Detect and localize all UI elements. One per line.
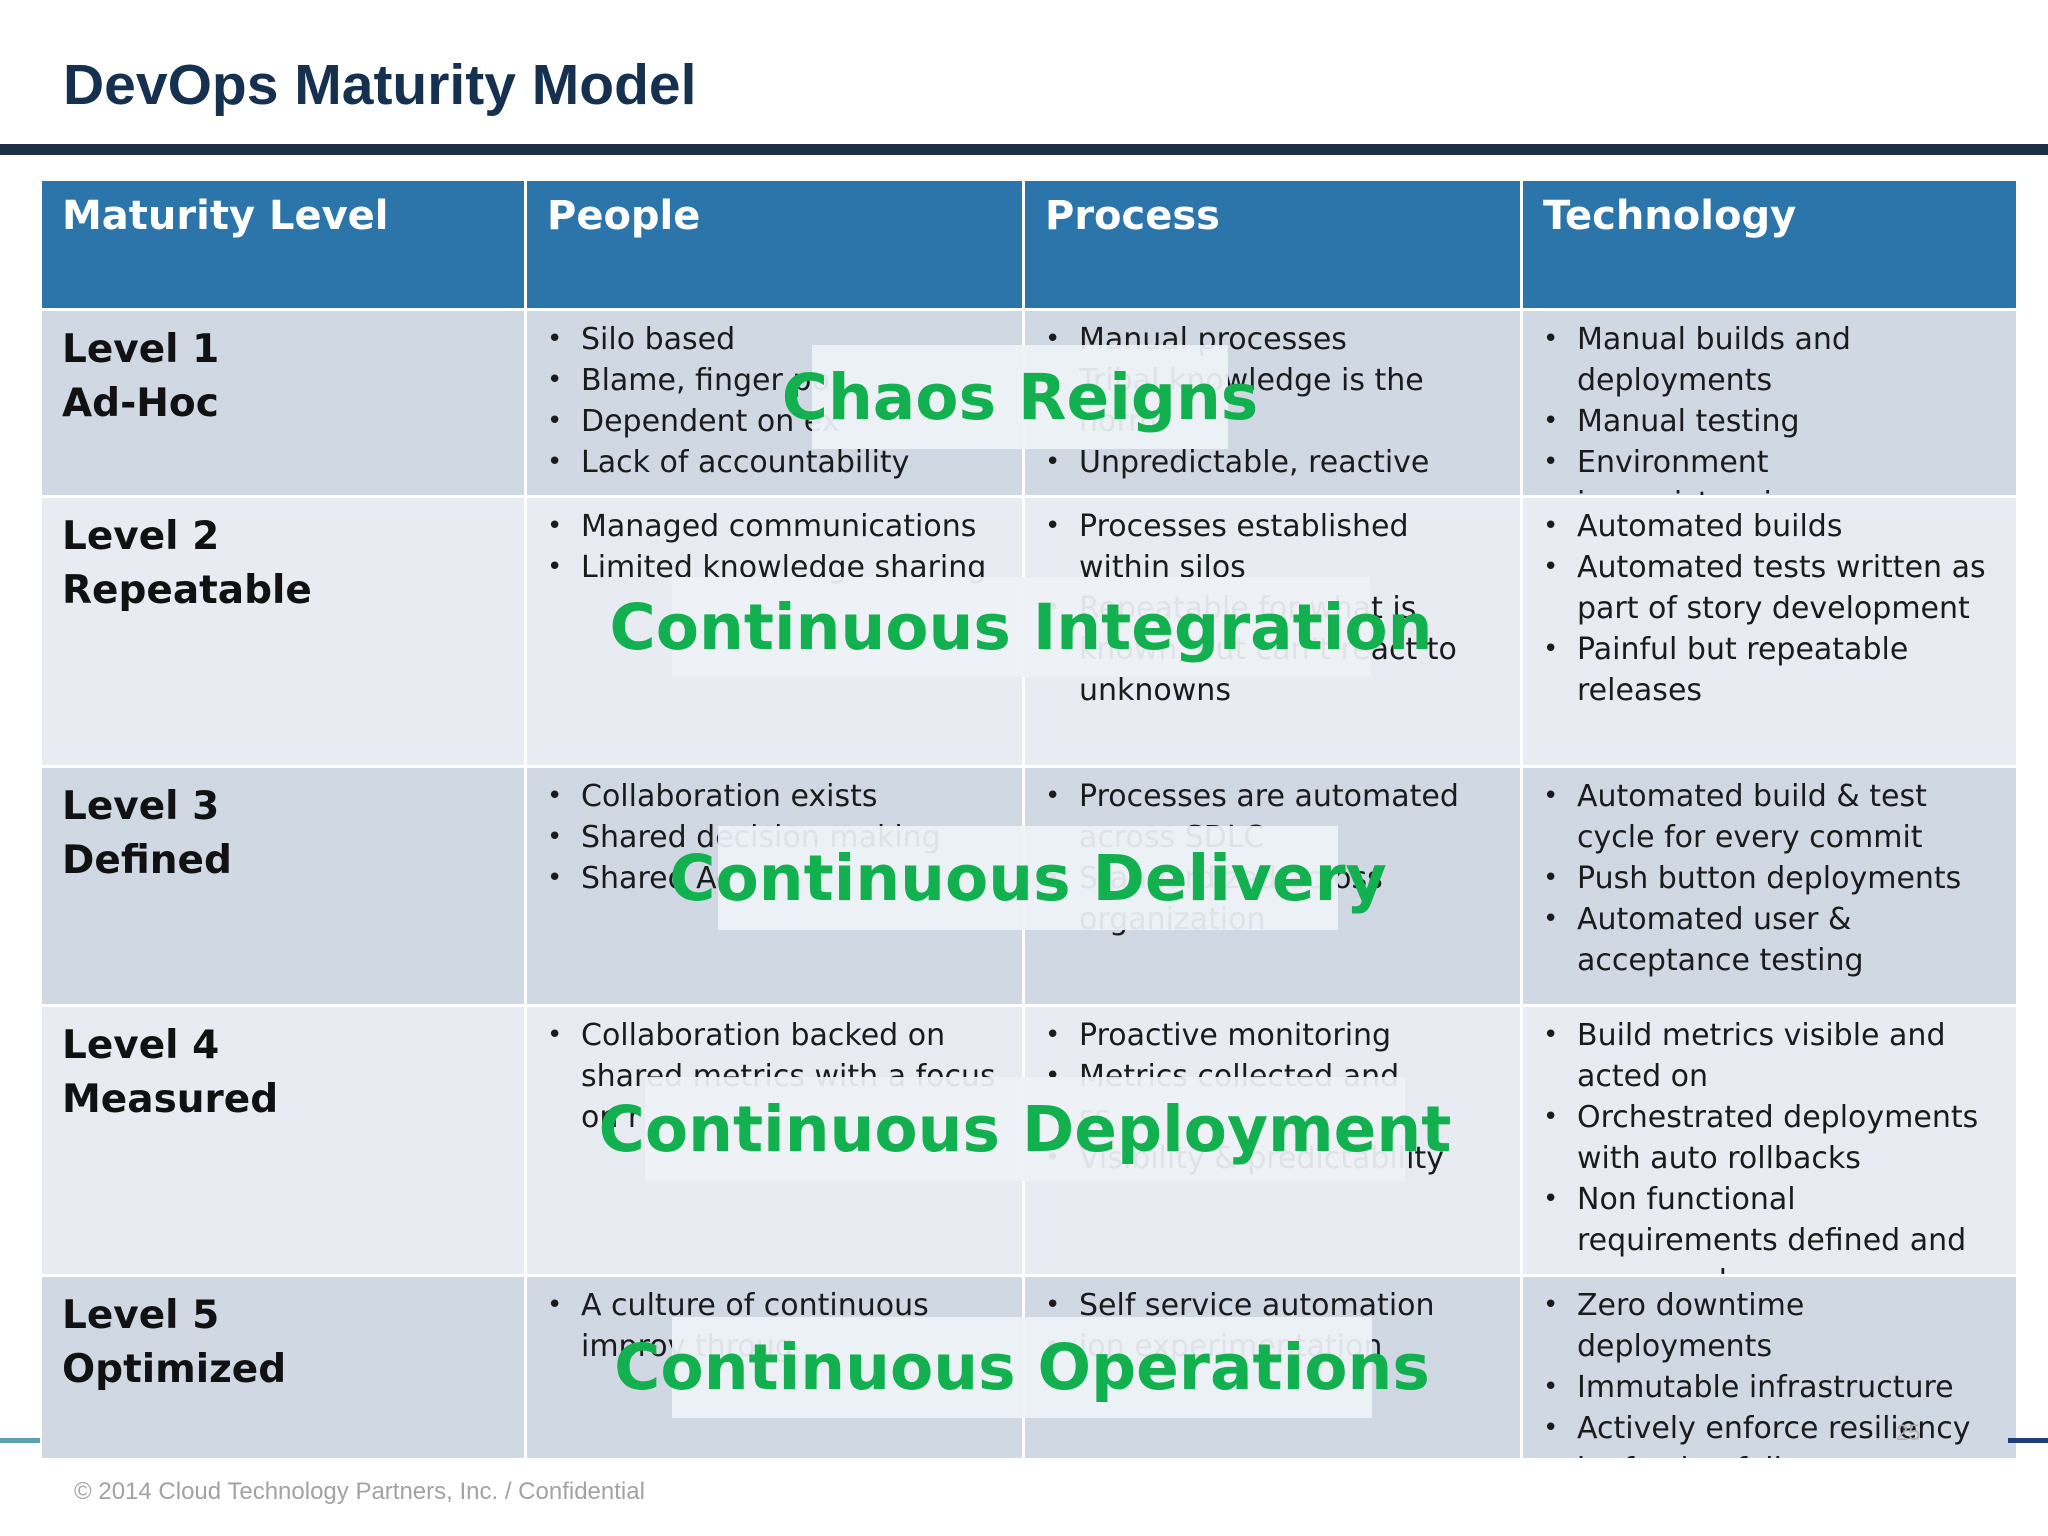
bullet-item: Proactive monitoring: [1039, 1015, 1502, 1056]
header-people: People: [527, 181, 1022, 308]
bullet-item: Automated build & test cycle for every c…: [1537, 776, 1998, 858]
level-4-cell: Level 4 Measured: [42, 1007, 524, 1274]
bullet-item: Unpredictable, reactive: [1039, 442, 1502, 483]
bullet-item: Painful but repeatable releases: [1537, 629, 1998, 711]
bullet-item: Silo based: [541, 319, 1004, 360]
level-3-technology: Automated build & test cycle for every c…: [1523, 768, 2016, 1004]
level-number: Level 3: [62, 784, 220, 829]
bullet-item: Orchestrated deployments with auto rollb…: [1537, 1097, 1998, 1179]
level-name: Measured: [62, 1077, 279, 1122]
level-name: Ad-Hoc: [62, 381, 219, 426]
bullet-item: Immutable infrastructure: [1537, 1367, 1998, 1408]
bullet-item: Zero downtime deployments: [1537, 1285, 1998, 1367]
footer-accent-left: [0, 1438, 40, 1443]
level-1-people: Silo based Blame, finger po Dependent on…: [527, 311, 1022, 495]
bullet-item: Non functional requirements defined and …: [1537, 1179, 1998, 1274]
level-number: Level 5: [62, 1293, 220, 1338]
header-process: Process: [1025, 181, 1520, 308]
bullet-item: Automated tests written as part of story…: [1537, 547, 1998, 629]
header-maturity-level: Maturity Level: [42, 181, 524, 308]
bullet-item: Build metrics visible and acted on: [1537, 1015, 1998, 1097]
title-divider: [0, 144, 2048, 155]
level-name: Repeatable: [62, 568, 312, 613]
level-name: Defined: [62, 838, 232, 883]
bullet-item: Actively enforce resiliency by forcing f…: [1537, 1408, 1998, 1458]
bullet-item: Lack of accountability: [541, 442, 1004, 483]
bullet-item: Environment inconsistencies: [1537, 442, 1998, 495]
level-5-technology: Zero downtime deployments Immutable infr…: [1523, 1277, 2016, 1458]
level-5-cell: Level 5 Optimized: [42, 1277, 524, 1458]
bullet-item: Manual builds and deployments: [1537, 319, 1998, 401]
footer-copyright: © 2014 Cloud Technology Partners, Inc. /…: [74, 1478, 645, 1505]
bullet-item: Manual testing: [1537, 401, 1998, 442]
bullet-item: Blame, finger po: [541, 360, 1004, 401]
bullet-item: Shared Ac: [541, 858, 1004, 899]
bullet-item: Automated builds: [1537, 506, 1998, 547]
header-technology: Technology: [1523, 181, 2016, 308]
bullet-item: Dependent on ex: [541, 401, 1004, 442]
level-number: Level 4: [62, 1023, 220, 1068]
level-number: Level 1: [62, 327, 220, 372]
level-2-technology: Automated builds Automated tests written…: [1523, 498, 2016, 765]
level-4-people: Collaboration backed on shared metrics w…: [527, 1007, 1022, 1274]
bullet-item: Managed communications: [541, 506, 1004, 547]
level-number: Level 2: [62, 514, 220, 559]
bullet-item: Push button deployments: [1537, 858, 1998, 899]
page-number: 25: [1896, 1420, 1921, 1445]
overlay-continuous-deployment: Continuous Deployment: [599, 1077, 1451, 1181]
overlay-chaos-reigns: Chaos Reigns: [782, 345, 1258, 449]
bullet-item: Processes established within silos: [1039, 506, 1502, 588]
level-1-cell: Level 1 Ad-Hoc: [42, 311, 524, 495]
overlay-continuous-integration: Continuous Integration: [610, 577, 1433, 677]
level-name: Optimized: [62, 1347, 287, 1392]
bullet-item: Collaboration exists: [541, 776, 1004, 817]
level-3-cell: Level 3 Defined: [42, 768, 524, 1004]
footer-accent-right: [2008, 1438, 2048, 1443]
level-1-technology: Manual builds and deployments Manual tes…: [1523, 311, 2016, 495]
level-4-technology: Build metrics visible and acted on Orche…: [1523, 1007, 2016, 1274]
overlay-continuous-delivery: Continuous Delivery: [669, 826, 1387, 930]
bullet-item: Automated user & acceptance testing: [1537, 899, 1998, 981]
overlay-continuous-operations: Continuous Operations: [614, 1317, 1430, 1418]
slide-title: DevOps Maturity Model: [63, 53, 697, 117]
level-2-cell: Level 2 Repeatable: [42, 498, 524, 765]
